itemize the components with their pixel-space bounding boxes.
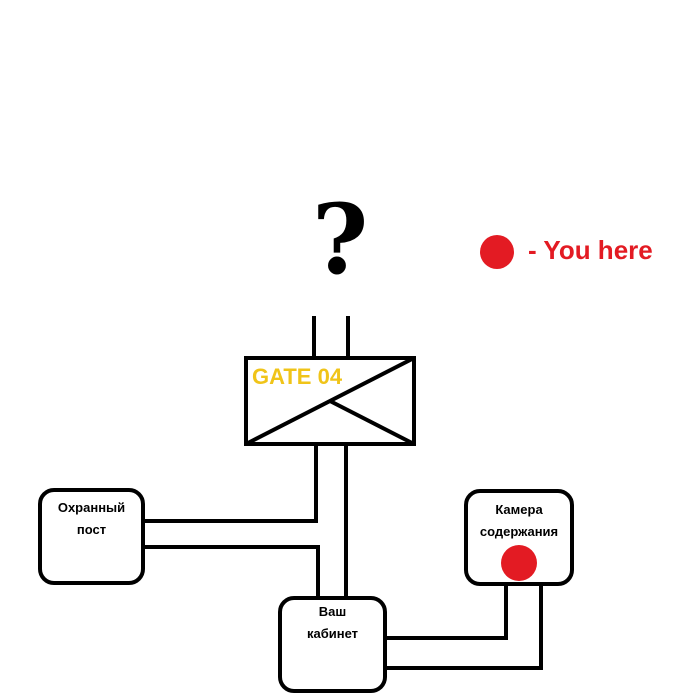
containment-label-line1: Камера [495, 502, 543, 517]
corridor-containment-upper-wall [385, 585, 508, 640]
containment-label: Камера содержания [466, 499, 572, 543]
legend-marker [480, 235, 514, 269]
unknown-destination-marker: ? [312, 183, 369, 296]
guard-post-room [38, 488, 145, 585]
legend-label: - You here [528, 235, 653, 265]
gate-label: GATE 04 [252, 364, 343, 389]
containment-label-line2: содержания [479, 524, 559, 539]
gate-diagonal-b [329, 399, 415, 446]
office-label-line1: Ваш [318, 604, 347, 619]
office-label: Ваш кабинет [280, 601, 385, 645]
corridor-left-wall [141, 446, 318, 523]
containment-room [464, 489, 574, 586]
corridor-guard-lower-wall [141, 545, 320, 600]
gate-04-box [244, 356, 416, 446]
guard-post-label-line2: пост [76, 522, 107, 537]
current-location-marker [501, 545, 537, 581]
guard-post-label-line1: Охранный [57, 500, 126, 515]
corridor-containment-lower-wall [385, 585, 543, 670]
office-label-line2: кабинет [306, 626, 359, 641]
office-room [278, 596, 387, 693]
guard-post-label: Охранный пост [40, 497, 143, 541]
